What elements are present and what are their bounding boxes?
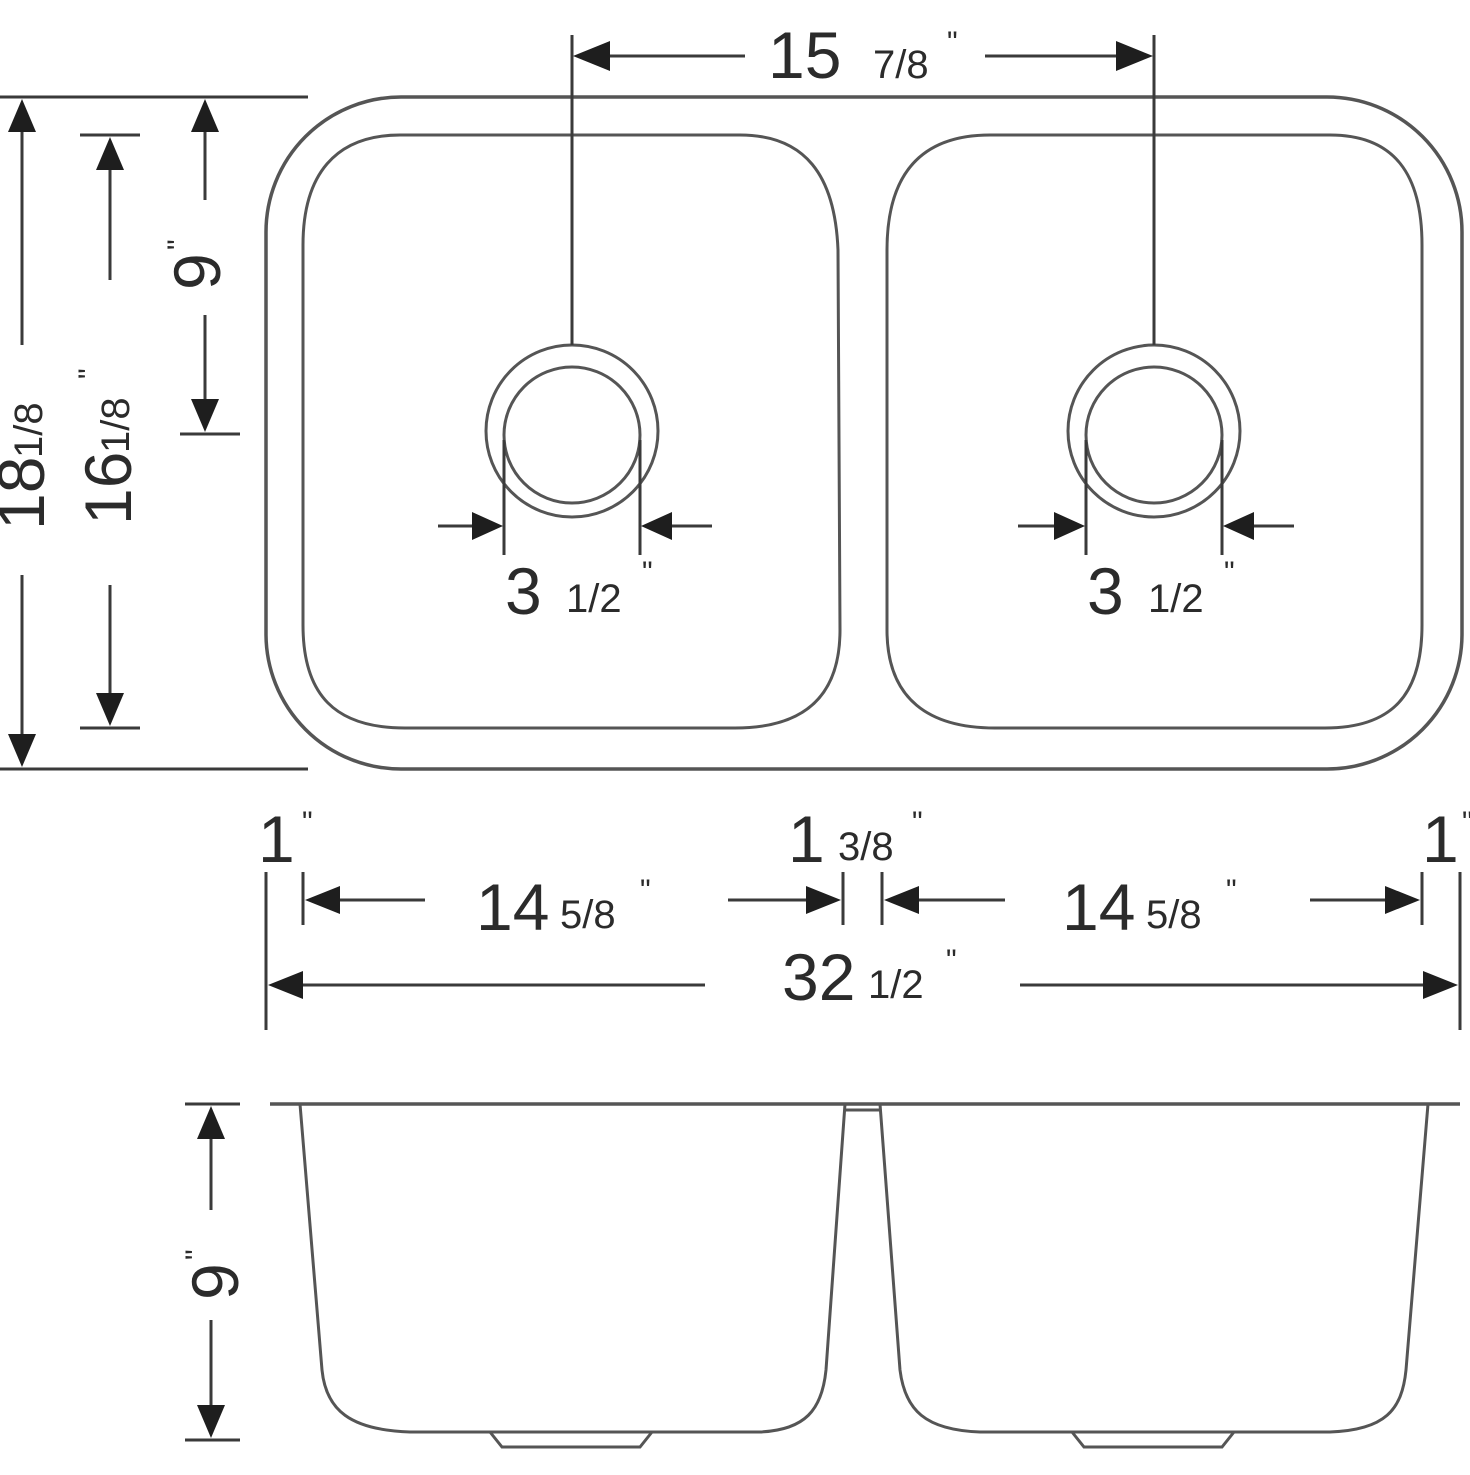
right-rim-whole: 1 bbox=[1422, 802, 1459, 876]
rim-labels: 1 " 1 3/8 " 1 " bbox=[258, 802, 1470, 876]
drain-spacing-dimension: 15 7/8 " bbox=[570, 18, 1156, 345]
left-bowl-width-arrow-right bbox=[806, 886, 841, 914]
left-drain-dimension: 3 1/2 " bbox=[438, 440, 712, 628]
left-rim-inch-mark: " bbox=[302, 806, 313, 839]
left-bowl-width-dimension: 14 5/8 " bbox=[305, 870, 841, 944]
right-drain bbox=[1066, 343, 1242, 519]
overall-width-inch-mark: " bbox=[946, 944, 957, 977]
bowl-depth-arrow-bottom bbox=[96, 693, 124, 726]
right-bowl-outline bbox=[885, 133, 1424, 730]
left-drain-outer-ring bbox=[484, 343, 660, 519]
outer-depth-dimension: 18 1/8 " bbox=[0, 95, 308, 771]
drain-offset-whole: 9 bbox=[160, 253, 234, 290]
side-view-left-drain bbox=[488, 1431, 654, 1449]
right-rim-inch-mark: " bbox=[1462, 806, 1470, 839]
sink-outer-rim bbox=[264, 95, 1464, 771]
overall-width-dimension: 32 1/2 " bbox=[268, 940, 1458, 1014]
side-view-right-bowl bbox=[878, 1103, 1430, 1434]
right-bowl-width-whole: 14 bbox=[1062, 870, 1135, 944]
bowl-depth-arrow-top bbox=[96, 137, 124, 170]
bowl-height-arrow-top bbox=[197, 1106, 225, 1139]
overall-width-whole: 32 bbox=[782, 940, 855, 1014]
center-divider-inch-mark: " bbox=[912, 806, 923, 839]
right-drain-arrow-right bbox=[1223, 512, 1254, 540]
right-drain-dimension: 3 1/2 " bbox=[1018, 440, 1294, 628]
outer-depth-inch-mark: " bbox=[0, 373, 19, 384]
drain-offset-inch-mark: " bbox=[162, 239, 195, 250]
left-drain-whole: 3 bbox=[505, 554, 542, 628]
bowl-depth-whole: 16 bbox=[71, 452, 145, 525]
drain-offset-arrow-top bbox=[191, 99, 219, 132]
width-extension-lines bbox=[264, 872, 1462, 1030]
right-bowl-width-arrow-right bbox=[1385, 886, 1420, 914]
left-bowl-outline bbox=[301, 133, 842, 730]
side-view bbox=[270, 1102, 1460, 1449]
right-drain-inch-mark: " bbox=[1224, 556, 1235, 589]
drain-spacing-inch-mark: " bbox=[947, 26, 958, 59]
overall-width-arrow-right bbox=[1423, 971, 1458, 999]
drain-spacing-arrow-right bbox=[1116, 41, 1153, 71]
left-drain bbox=[484, 343, 660, 519]
side-view-left-bowl bbox=[298, 1103, 847, 1434]
drain-spacing-whole: 15 bbox=[768, 18, 841, 92]
right-bowl-width-arrow-left bbox=[884, 886, 919, 914]
bowl-height-arrow-bottom bbox=[197, 1405, 225, 1438]
right-drain-whole: 3 bbox=[1087, 554, 1124, 628]
right-bowl-width-fraction: 5/8 bbox=[1146, 893, 1202, 937]
bowl-depth-dimension: 16 1/8 " bbox=[71, 133, 145, 730]
right-drain-inner-ring bbox=[1084, 365, 1224, 505]
outer-depth-whole: 18 bbox=[0, 457, 58, 530]
drain-offset-dimension: 9 " bbox=[160, 95, 240, 436]
side-view-right-drain bbox=[1070, 1431, 1236, 1449]
drain-spacing-arrow-left bbox=[573, 41, 610, 71]
left-rim-whole: 1 bbox=[258, 802, 295, 876]
right-drain-fraction: 1/2 bbox=[1148, 577, 1204, 621]
left-drain-arrow-left bbox=[472, 512, 503, 540]
center-divider-whole: 1 bbox=[788, 802, 825, 876]
bowl-height-whole: 9 bbox=[178, 1263, 252, 1300]
right-drain-outer-ring bbox=[1066, 343, 1242, 519]
left-bowl-width-arrow-left bbox=[305, 886, 340, 914]
left-bowl-width-fraction: 5/8 bbox=[560, 893, 616, 937]
outer-depth-arrow-bottom bbox=[8, 734, 36, 767]
top-view bbox=[264, 95, 1464, 771]
right-bowl-width-inch-mark: " bbox=[1226, 874, 1237, 907]
drain-offset-arrow-bottom bbox=[191, 399, 219, 432]
left-bowl-width-inch-mark: " bbox=[640, 874, 651, 907]
left-drain-inch-mark: " bbox=[642, 556, 653, 589]
outer-depth-fraction: 1/8 bbox=[7, 402, 51, 458]
left-drain-inner-ring bbox=[502, 365, 642, 505]
bowl-height-dimension: 9 " bbox=[178, 1102, 252, 1442]
right-bowl-width-dimension: 14 5/8 " bbox=[884, 870, 1420, 944]
left-bowl-width-whole: 14 bbox=[476, 870, 549, 944]
center-divider-fraction: 3/8 bbox=[838, 825, 894, 869]
outer-depth-arrow-top bbox=[8, 99, 36, 132]
left-drain-fraction: 1/2 bbox=[566, 577, 622, 621]
bowl-depth-inch-mark: " bbox=[73, 368, 106, 379]
overall-width-arrow-left bbox=[268, 971, 303, 999]
overall-width-fraction: 1/2 bbox=[868, 963, 924, 1007]
right-drain-arrow-left bbox=[1054, 512, 1085, 540]
bowl-depth-fraction: 1/8 bbox=[94, 397, 138, 453]
left-drain-arrow-right bbox=[641, 512, 672, 540]
drain-spacing-fraction: 7/8 bbox=[873, 43, 929, 87]
bowl-height-inch-mark: " bbox=[180, 1249, 213, 1260]
